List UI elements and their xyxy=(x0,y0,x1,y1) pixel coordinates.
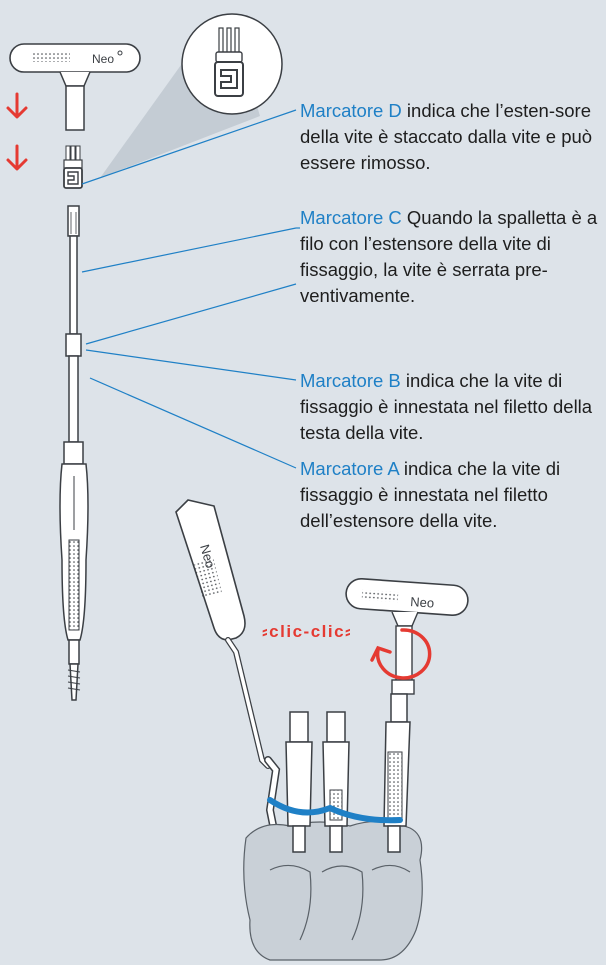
clic-clic-label: ⸗clic-clic⸗ xyxy=(262,622,353,641)
neo-logo-right: Neo xyxy=(410,594,435,611)
leader-lines xyxy=(81,109,300,469)
marker-b-text: indica che la vite di fissaggio è innest… xyxy=(300,370,593,443)
neo-logo-angled: Neo xyxy=(197,543,218,570)
assembled-screw-extender xyxy=(59,205,89,701)
angled-handle: Neo xyxy=(175,499,281,844)
screw-extender-tip xyxy=(63,145,83,189)
rotate-arrow-icon xyxy=(370,628,432,680)
vertebrae xyxy=(243,820,423,961)
inset-magnifier xyxy=(181,13,283,115)
marker-a-text: indica che la vite di fissaggio è innest… xyxy=(300,458,561,531)
t-handle-top: Neo xyxy=(9,43,141,131)
marker-b-label: Marcatore B xyxy=(300,370,401,391)
marker-c-label: Marcatore C xyxy=(300,207,402,228)
connecting-rod xyxy=(267,797,403,824)
callout-marker-b: Marcatore B indica che la vite di fissag… xyxy=(300,368,600,446)
marker-c-text: Quando la spalletta è a filo con l’esten… xyxy=(300,207,598,306)
callout-marker-a: Marcatore A indica che la vite di fissag… xyxy=(300,456,600,534)
clic-text: clic-clic xyxy=(269,622,346,641)
neo-logo-top: Neo xyxy=(92,52,114,66)
marker-a-label: Marcatore A xyxy=(300,458,399,479)
callout-marker-c: Marcatore C Quando la spalletta è a filo… xyxy=(300,205,600,309)
marker-d-text: indica che l’esten-sore della vite è sta… xyxy=(300,100,593,173)
marker-d-label: Marcatore D xyxy=(300,100,402,121)
callout-marker-d: Marcatore D indica che l’esten-sore dell… xyxy=(300,98,600,176)
t-handle-right: Neo xyxy=(345,577,469,695)
down-arrow-icon xyxy=(6,92,28,171)
